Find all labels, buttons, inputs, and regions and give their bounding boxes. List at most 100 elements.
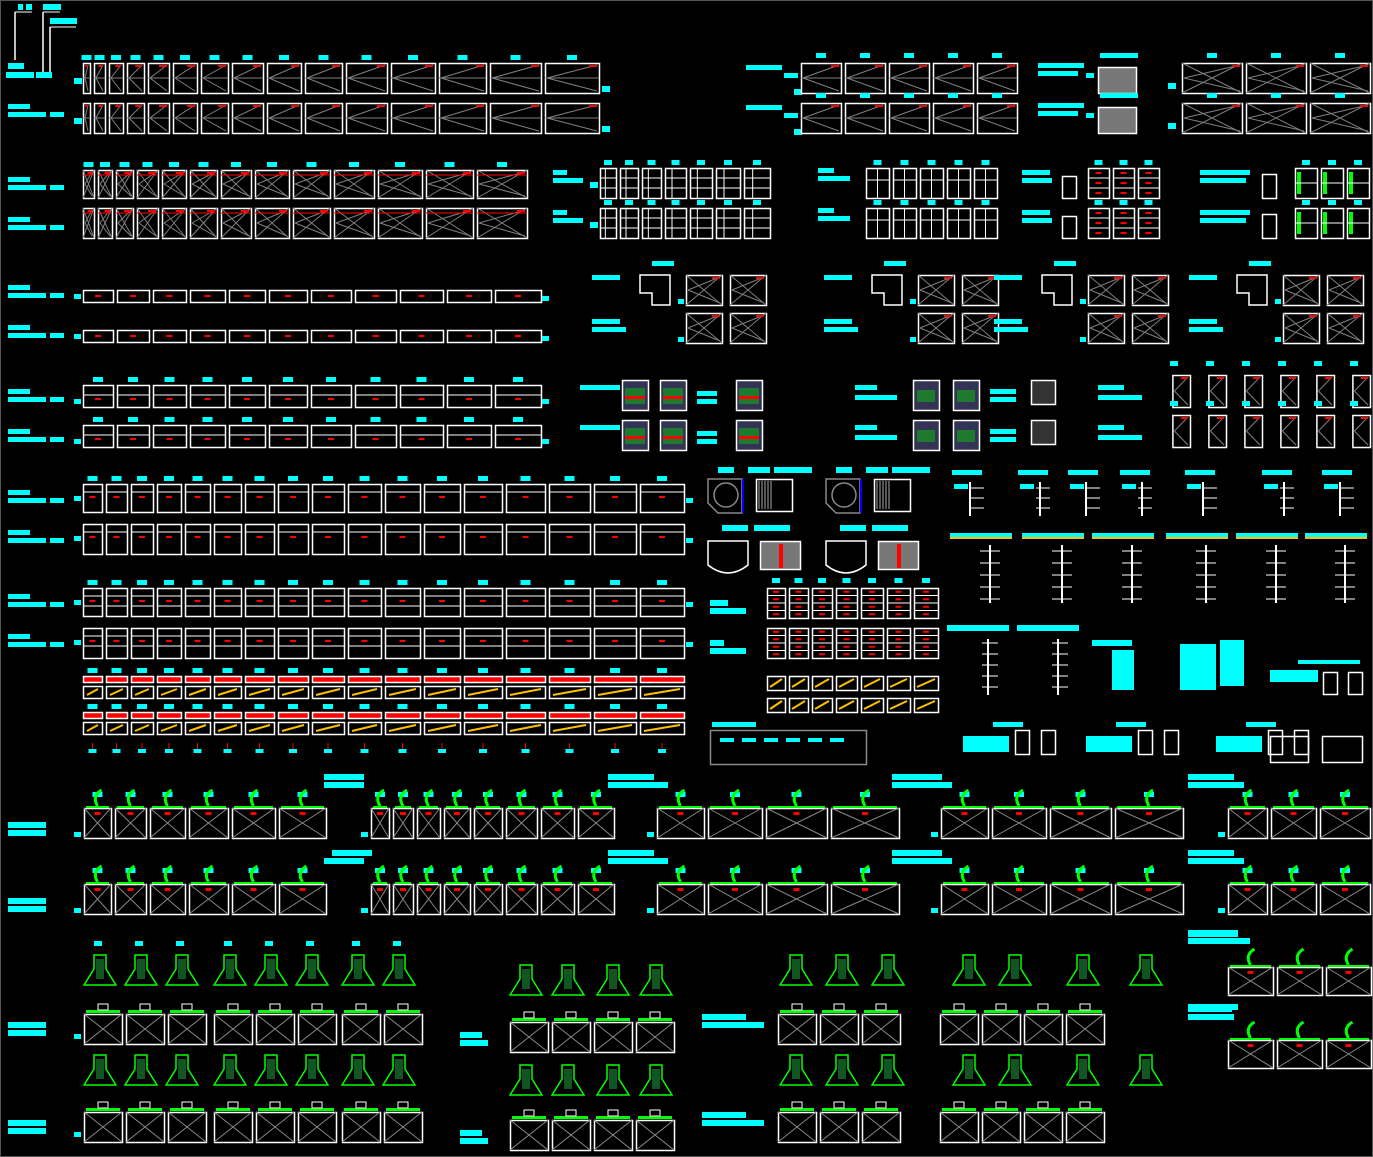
drawer-handle bbox=[923, 653, 929, 656]
cyan-label-block bbox=[1054, 261, 1076, 266]
cyan-label-block bbox=[1335, 93, 1345, 98]
countertop-green bbox=[1322, 806, 1368, 808]
cyan-label-block bbox=[288, 668, 298, 673]
cyan-label-block bbox=[8, 397, 46, 402]
handle-mark bbox=[418, 335, 425, 337]
handle-mark bbox=[250, 888, 257, 891]
center-band bbox=[779, 544, 783, 568]
glass-line bbox=[597, 688, 633, 696]
countertop-green bbox=[191, 806, 226, 808]
handle-mark bbox=[148, 210, 156, 212]
cyan-label-block bbox=[657, 668, 667, 673]
cyan-label-block bbox=[1119, 160, 1128, 165]
cyan-label-block bbox=[520, 704, 531, 709]
cyan-label-block bbox=[658, 749, 666, 753]
cyan-label-block bbox=[135, 941, 143, 946]
swing-line bbox=[233, 104, 262, 119]
swing-line bbox=[1131, 274, 1169, 306]
cabinet-elevation bbox=[200, 102, 230, 135]
outline-rect bbox=[114, 807, 148, 840]
handle-mark bbox=[205, 812, 212, 815]
drawer-handle bbox=[923, 613, 929, 616]
outline-rect bbox=[743, 207, 772, 240]
cyan-label-block bbox=[444, 162, 455, 167]
glass-line bbox=[791, 700, 806, 710]
cyan-label-block bbox=[954, 484, 968, 489]
drawer-handle bbox=[1095, 192, 1102, 194]
cyan-label-block bbox=[724, 160, 732, 165]
handle-mark bbox=[1324, 417, 1332, 419]
cabinet-elevation bbox=[1087, 274, 1126, 307]
cabinet-elevation bbox=[476, 207, 529, 240]
handle-mark bbox=[1016, 812, 1022, 815]
swing-line bbox=[491, 64, 540, 79]
cyan-label-block bbox=[8, 333, 46, 338]
outline-rect bbox=[213, 675, 243, 684]
countertop-green bbox=[281, 806, 324, 808]
handle-mark bbox=[522, 640, 529, 642]
cyan-label-block bbox=[510, 55, 521, 60]
outline-rect bbox=[213, 627, 243, 660]
cyan-label-block bbox=[647, 200, 656, 205]
outline-rect bbox=[509, 1119, 550, 1152]
outline-rect bbox=[443, 807, 472, 840]
swing-line bbox=[1087, 274, 1125, 306]
outline-rect bbox=[82, 523, 104, 556]
outline-rect bbox=[347, 711, 383, 720]
drawing-line bbox=[1227, 883, 1268, 915]
cyan-label-block bbox=[361, 55, 372, 60]
drawer-handle bbox=[1120, 192, 1127, 194]
foot-trapezoid bbox=[508, 1064, 544, 1096]
top-fixture bbox=[1079, 1003, 1091, 1011]
cabinet-elevation bbox=[189, 207, 219, 240]
handle-mark bbox=[204, 335, 211, 337]
cyan-label-block bbox=[1246, 722, 1276, 727]
cabinet-elevation bbox=[345, 102, 389, 135]
drawing-line bbox=[83, 1111, 123, 1143]
cyan-label-block bbox=[288, 704, 298, 709]
swing-line bbox=[687, 314, 721, 329]
pattern-fill bbox=[917, 390, 935, 402]
handle-mark bbox=[1158, 315, 1166, 317]
outline-rect bbox=[1322, 671, 1339, 696]
countertop-green bbox=[128, 1108, 162, 1111]
cyan-label-block bbox=[608, 774, 654, 780]
drawer-handle bbox=[819, 605, 825, 608]
drawer-handle bbox=[895, 645, 902, 648]
drawing-line bbox=[83, 883, 112, 915]
top-fixture bbox=[523, 1011, 535, 1019]
handle-mark bbox=[400, 888, 406, 891]
outline-rect bbox=[130, 587, 155, 618]
outline-rect bbox=[213, 1013, 254, 1046]
swing-line bbox=[1328, 276, 1362, 291]
countertop-green bbox=[234, 882, 273, 884]
swing-line bbox=[149, 77, 168, 92]
cabinet-elevation bbox=[97, 207, 114, 240]
plant-icon bbox=[204, 864, 214, 883]
swing-line bbox=[306, 117, 341, 132]
drawing-line bbox=[939, 1013, 979, 1045]
cyan-label-block bbox=[520, 580, 531, 585]
drawer-handle bbox=[773, 590, 779, 593]
top-fixture bbox=[833, 1101, 845, 1109]
cyan-label-block bbox=[818, 578, 826, 583]
drawer-handle bbox=[869, 613, 875, 616]
cyan-label-block bbox=[592, 275, 620, 280]
cyan-label-block bbox=[697, 431, 717, 436]
top-fixture bbox=[97, 1003, 109, 1011]
outline-rect bbox=[156, 483, 183, 514]
outline-rect bbox=[639, 685, 686, 700]
outline-rect bbox=[505, 721, 547, 736]
handle-mark bbox=[1342, 812, 1348, 815]
drawing-line bbox=[370, 883, 390, 915]
cyan-label-block bbox=[1180, 644, 1216, 690]
handle-mark bbox=[1180, 377, 1188, 379]
foot-trapezoid bbox=[253, 1054, 289, 1086]
swing-line bbox=[1133, 314, 1167, 329]
countertop-green bbox=[638, 1018, 672, 1021]
handle-mark bbox=[89, 536, 96, 538]
foot-trapezoid bbox=[778, 954, 814, 986]
outline-rect bbox=[152, 329, 188, 344]
handle-mark bbox=[372, 295, 379, 297]
